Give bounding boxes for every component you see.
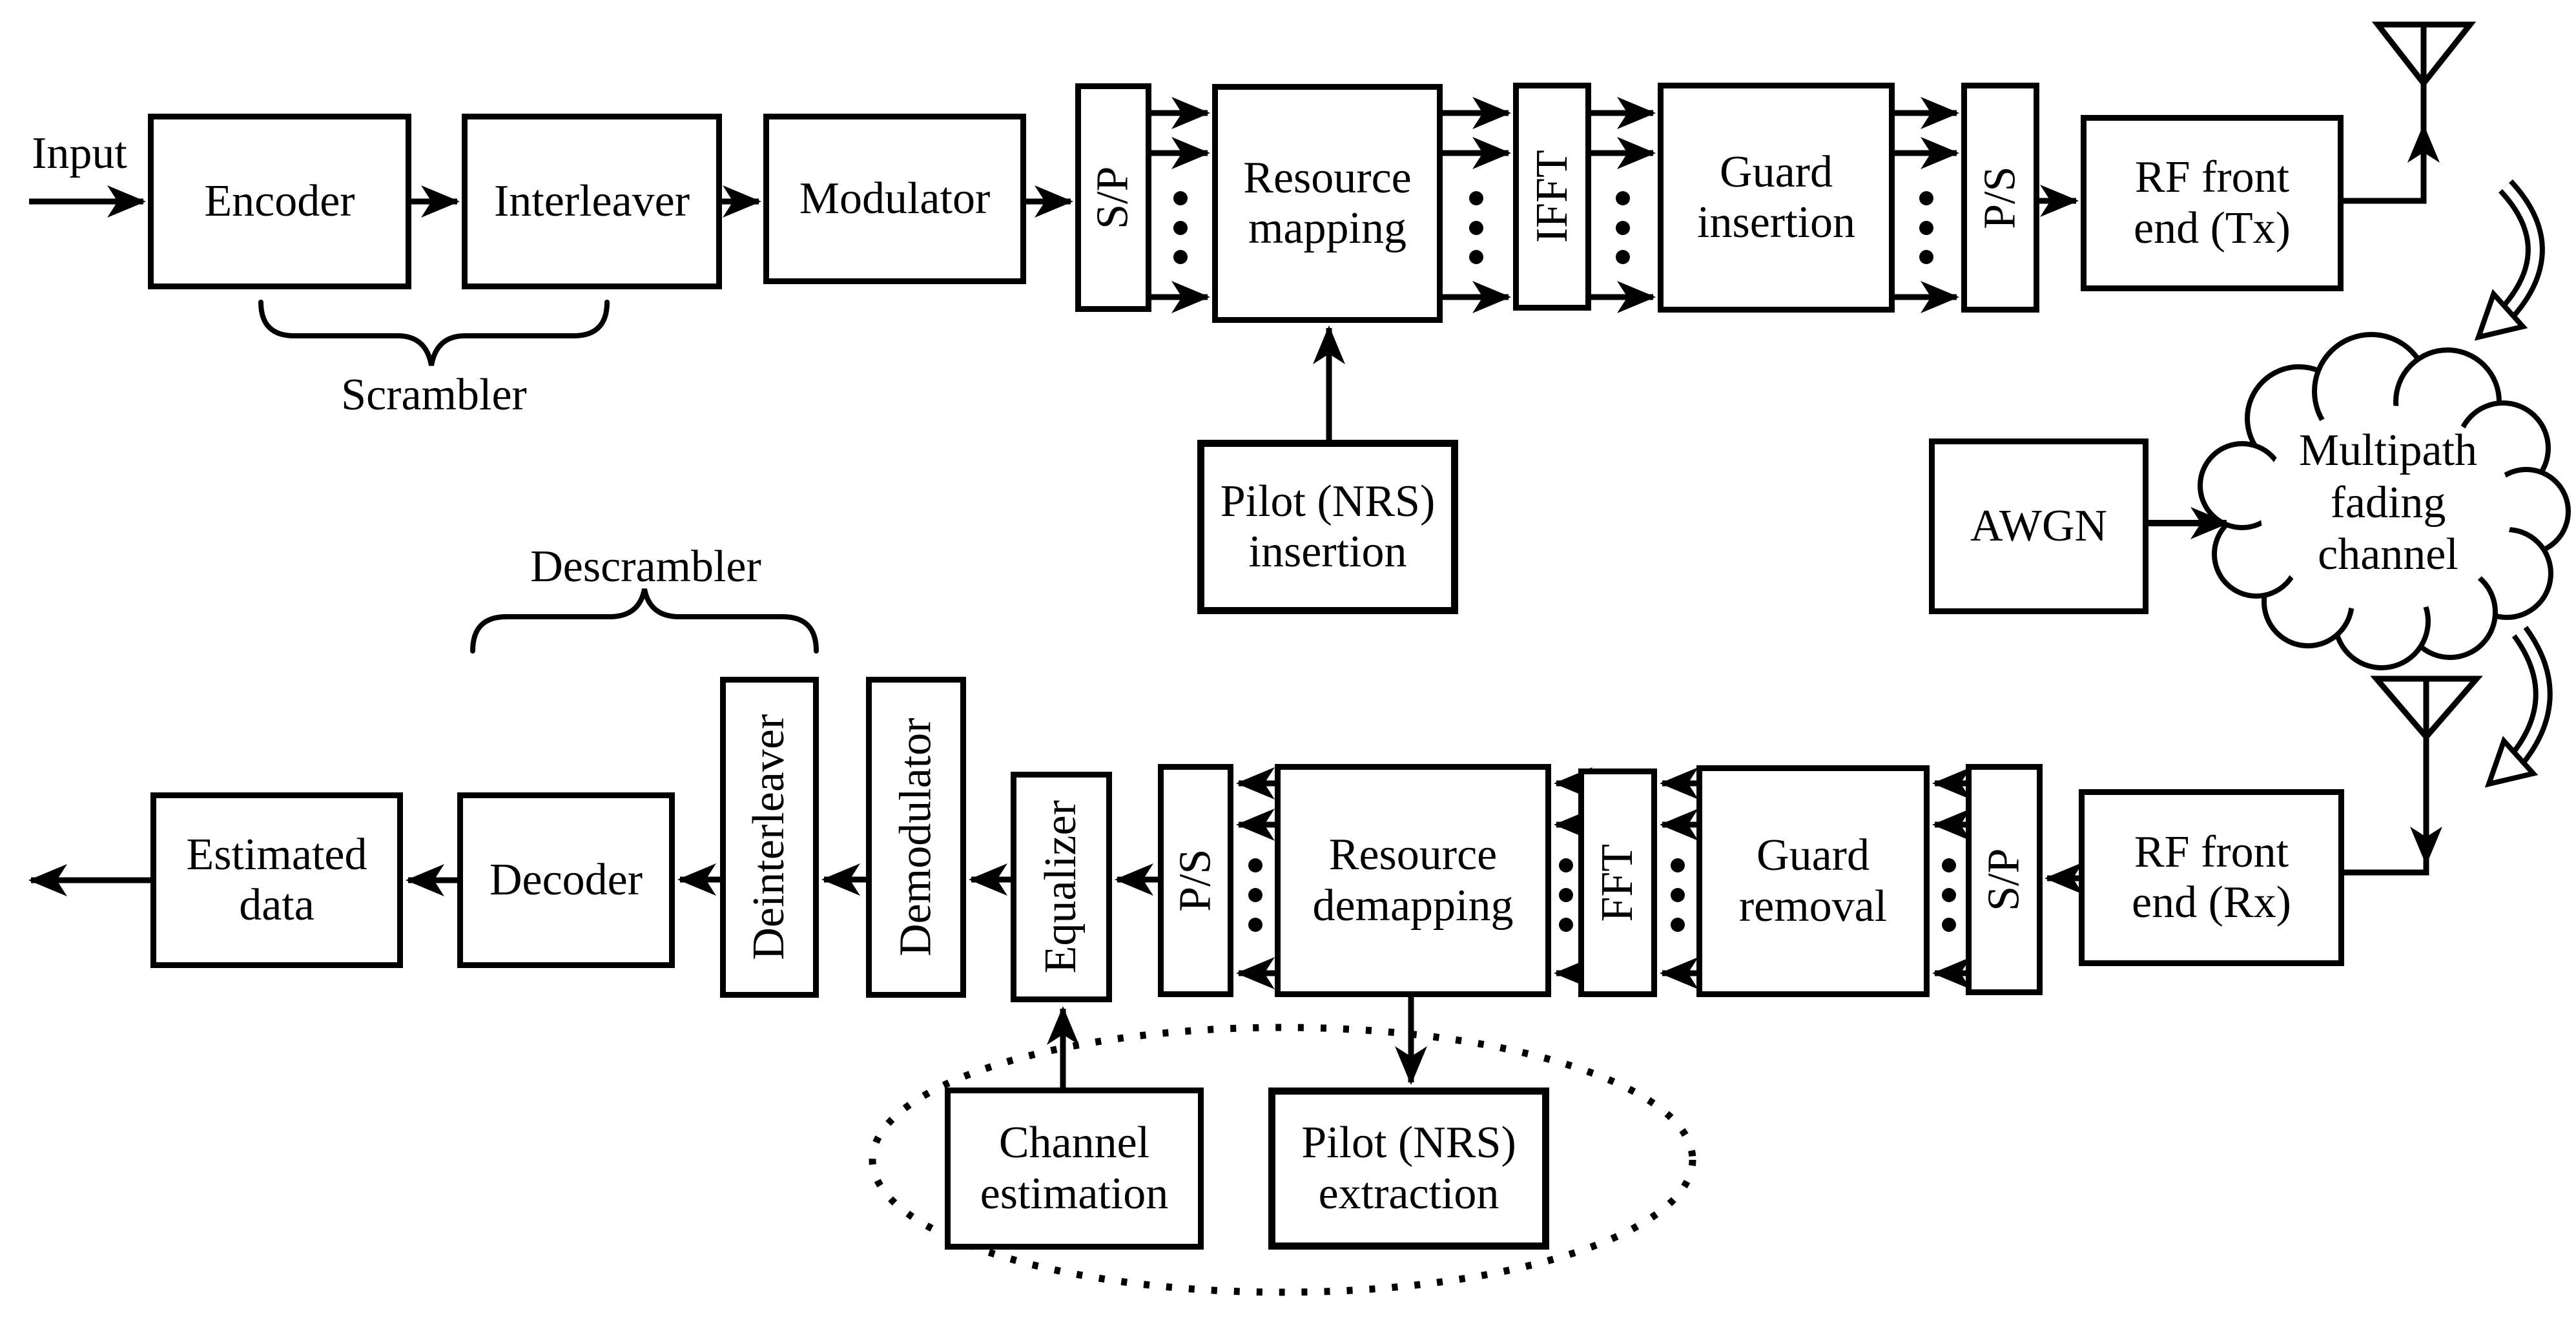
guard-insertion-box: Guard insertion [1658,83,1895,313]
fft-box: FFT [1578,768,1657,997]
rx-propagation-arrow-icon [2484,626,2553,788]
tx-arrows [29,185,2079,440]
rx-antenna-icon [2344,675,2483,876]
tx-bus-arrows [1151,97,1959,313]
rx-parallel-to-serial-box: P/S [1158,764,1233,997]
descrambler-label: Descrambler [530,542,761,592]
rx-serial-to-parallel-box: S/P [1966,764,2043,995]
rf-front-end-rx-box: RF front end (Rx) [2079,789,2344,966]
encoder-box: Encoder [148,114,411,289]
estimated-data-box: Estimated data [150,792,403,968]
guard-removal-box: Guard removal [1696,765,1930,997]
multipath-cloud-label: Multipath fading channel [2298,426,2478,579]
resource-demapping-box: Resource demapping [1275,764,1551,997]
scrambler-brace [258,300,610,366]
ifft-box: IFFT [1513,83,1591,311]
descrambler-brace [470,588,819,654]
estimation-group-outline [869,1024,1696,1296]
tx-serial-to-parallel-box: S/P [1075,83,1151,312]
input-label: Input [32,129,127,178]
channel-estimation-box: Channel estimation [945,1088,1204,1250]
tx-propagation-arrow-icon [2474,179,2545,341]
equalizer-box: Equalizer [1011,772,1112,1002]
multipath-cloud-icon [2198,332,2571,670]
pilot-insertion-box: Pilot (NRS) insertion [1197,440,1458,614]
rx-bus-arrows [1236,767,1971,989]
tx-antenna-icon [2344,21,2477,204]
awgn-box: AWGN [1929,438,2148,614]
rx-arrows [28,862,2083,1088]
scrambler-label: Scrambler [341,370,527,420]
pilot-extraction-box: Pilot (NRS) extraction [1268,1088,1549,1250]
rx-bus-dots [1248,858,1956,932]
interleaver-box: Interleaver [462,114,722,289]
tx-parallel-to-serial-box: P/S [1961,83,2039,313]
deinterleaver-box: Deinterleaver [720,677,819,998]
resource-mapping-box: Resource mapping [1212,84,1443,323]
demodulator-box: Demodulator [866,677,966,998]
tx-bus-dots [1173,191,1933,264]
decoder-box: Decoder [457,792,675,968]
modulator-box: Modulator [763,114,1026,284]
rf-front-end-tx-box: RF front end (Tx) [2081,115,2344,291]
